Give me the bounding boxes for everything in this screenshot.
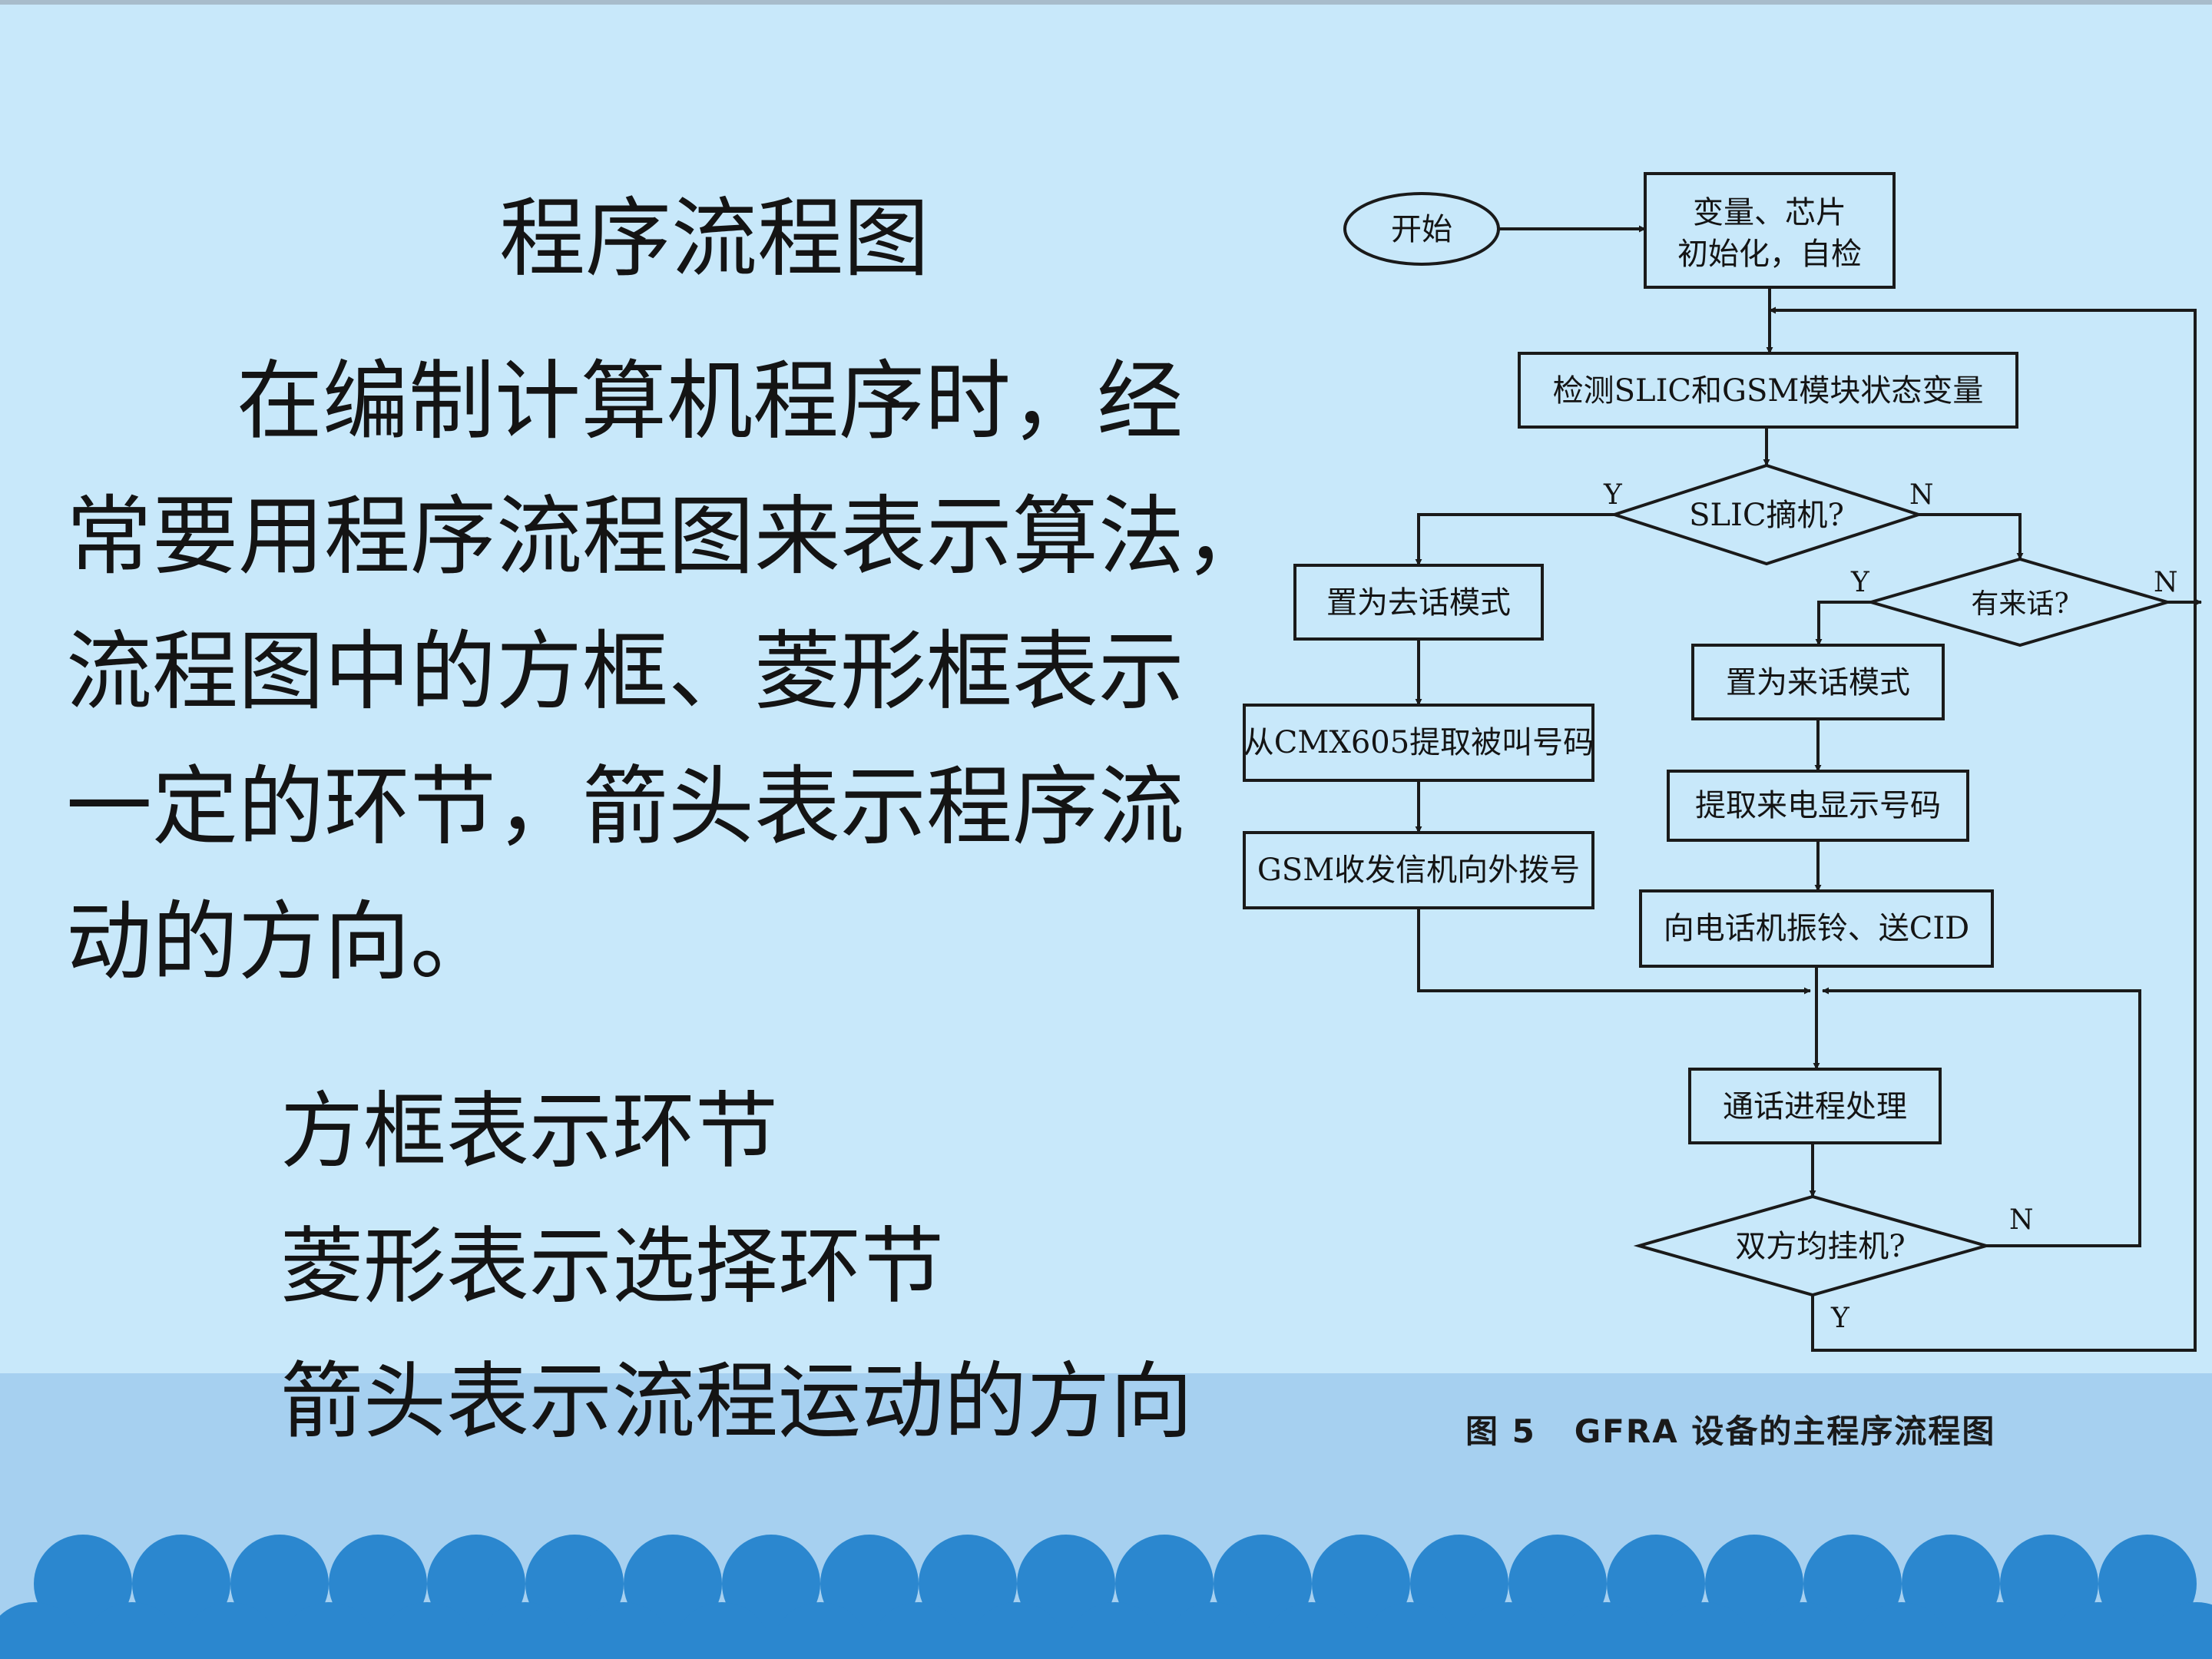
paragraph-line-5: 动的方向。 — [66, 892, 496, 992]
start-label: 开始 — [1391, 212, 1452, 247]
detect-label: 检测SLIC和GSM模块状态变量 — [1553, 373, 1984, 409]
set-incoming-label: 置为来话模式 — [1726, 665, 1910, 700]
arrow-slic-no — [1919, 513, 2024, 560]
init-label-line-1: 变量、芯片 — [1693, 195, 1846, 230]
onhook-no-label: N — [2009, 1204, 2034, 1236]
arrow-incoming-yes — [1815, 601, 1871, 646]
flowchart-caption: 图 5 GFRA 设备的主程序流程图 — [1465, 1412, 1995, 1450]
onhook-yes-label: Y — [1830, 1303, 1850, 1334]
call-process-label: 通话进程处理 — [1723, 1089, 1907, 1124]
slic-yes-label: Y — [1603, 479, 1623, 511]
extract-caller-label: 提取来电显示号码 — [1695, 788, 1941, 823]
paragraph-line-4: 一定的环节，箭头表示程序流 — [66, 757, 1184, 857]
ring-cid-label: 向电话机振铃、送CID — [1664, 911, 1969, 946]
arrow-slic-yes — [1415, 513, 1614, 566]
arrow-dial-merge — [1417, 908, 1811, 995]
arrow-onhook-no-return — [1822, 987, 2141, 1247]
both-onhook-label: 双方均挂机? — [1735, 1229, 1905, 1264]
slide-title: 程序流程图 — [499, 189, 929, 289]
arrow-loop-back — [1769, 306, 2197, 602]
init-label-line-2: 初始化，自检 — [1677, 237, 1862, 272]
extract-called-label: 从CMX605提取被叫号码 — [1243, 725, 1594, 760]
paragraph-line-3: 流程图中的方框、菱形框表示 — [66, 622, 1184, 722]
incoming-no-label: N — [2154, 567, 2178, 598]
legend-box-meaning: 方框表示环节 — [280, 1084, 779, 1180]
paragraph-line-2: 常要用程序流程图来表示算法， — [66, 487, 1270, 587]
legend-diamond-meaning: 菱形表示选择环节 — [280, 1219, 945, 1315]
set-outgoing-label: 置为去话模式 — [1326, 585, 1511, 621]
paragraph-line-1: 在编制计算机程序时，经 — [237, 352, 1183, 452]
slic-no-label: N — [1909, 479, 1934, 511]
slic-offhook-label: SLIC摘机? — [1689, 498, 1844, 533]
incoming-yes-label: Y — [1850, 567, 1870, 598]
incoming-call-label: 有来话? — [1971, 588, 2068, 620]
legend-arrow-meaning: 箭头表示流程运动的方向 — [280, 1354, 1194, 1450]
flowchart-diagram: 开始 变量、芯片 初始化，自检 检测SLIC和GSM模块状态变量 SLIC摘机?… — [1243, 172, 2202, 1450]
gsm-dial-label: GSM收发信机向外拨号 — [1257, 853, 1580, 888]
top-border-line — [0, 0, 2212, 5]
